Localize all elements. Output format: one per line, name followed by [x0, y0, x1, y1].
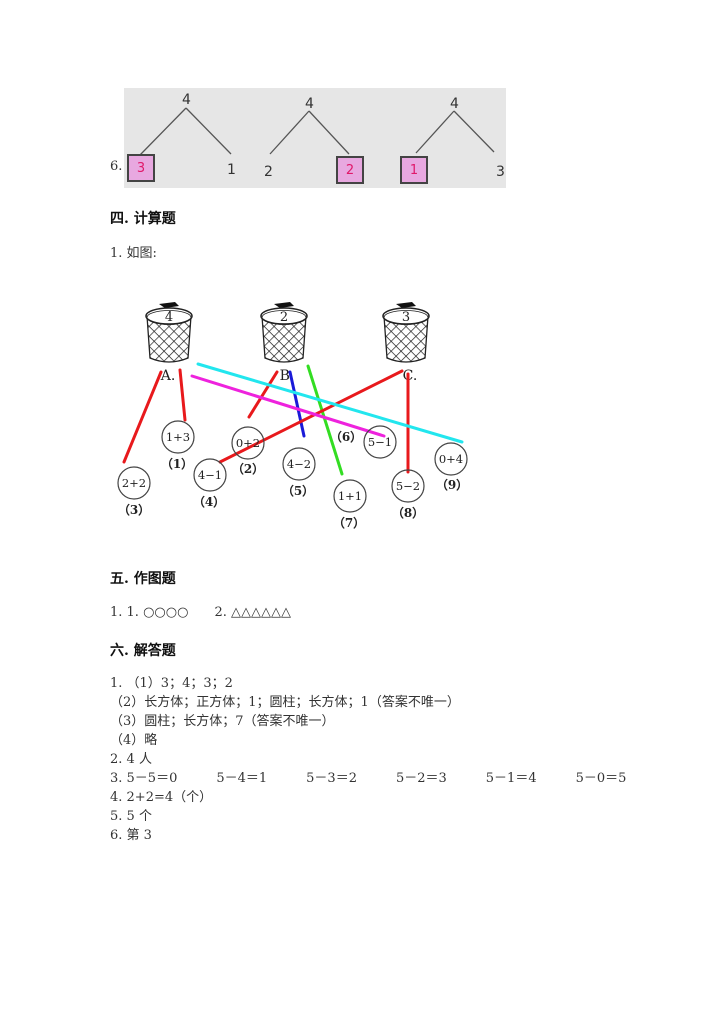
question-number: 6.: [110, 159, 123, 174]
answer-line-5: 5. 5 个: [110, 809, 152, 824]
circle-3: [117, 466, 151, 500]
connection-lines: [122, 362, 464, 476]
tree-lines: [139, 107, 495, 156]
svg-text:（5）: （5）: [282, 483, 314, 498]
answer-line-1-4: （4）略: [110, 733, 158, 748]
tree-1-top: 4: [182, 92, 191, 108]
svg-text:0+4: 0+4: [439, 452, 463, 466]
section-5-heading: 五. 作图题: [110, 571, 176, 587]
svg-text:5−1: 5−1: [368, 435, 392, 449]
svg-text:5−2: 5−2: [396, 479, 420, 493]
circle-7: [333, 479, 367, 513]
svg-text:（4）: （4）: [193, 494, 225, 509]
svg-text:0+2: 0+2: [236, 436, 260, 450]
circle-6: [363, 425, 397, 459]
section-6-heading: 六. 解答题: [110, 643, 176, 659]
section-4-heading: 四. 计算题: [110, 211, 176, 227]
svg-text:（3）: （3）: [118, 502, 150, 517]
svg-text:（6）: （6）: [330, 429, 362, 444]
tree-2-left: 2: [264, 164, 273, 180]
svg-text:（7）: （7）: [333, 515, 365, 530]
section-5-answer: 1. 1. ○○○○ 2. △△△△△△: [110, 605, 291, 620]
answer-line-1-3: （3）圆柱；长方体；7（答案不唯一）: [110, 714, 335, 729]
tree-2-answer-box: 2: [336, 156, 364, 184]
answer-line-3: 3. 5－5＝0 5－4＝1 5－3＝2 5－2＝3 5－1＝4 5－0＝5: [110, 771, 627, 786]
circle-9: [434, 442, 468, 476]
circle-5: [282, 447, 316, 481]
answer-line-2: 2. 4 人: [110, 752, 152, 767]
answer-line-1: 1. （1）3；4；3；2: [110, 676, 233, 691]
circle-8: [391, 469, 425, 503]
basket-a: 4 A.: [145, 301, 193, 384]
svg-text:1+3: 1+3: [166, 430, 190, 444]
tree-2-top: 4: [305, 96, 314, 112]
svg-text:（8）: （8）: [392, 505, 424, 520]
circle-1: [161, 420, 195, 454]
circle-2: [231, 426, 265, 460]
basket-b: 2 B.: [260, 301, 308, 384]
svg-text:（1）: （1）: [161, 456, 193, 471]
basket-c: 3 C.: [382, 301, 430, 384]
svg-text:（2）: （2）: [232, 461, 264, 476]
answer-line-1-2: （2）长方体；正方体；1；圆柱；长方体；1（答案不唯一）: [110, 695, 460, 710]
tree-3-right: 3: [496, 164, 505, 180]
svg-text:1+1: 1+1: [338, 489, 362, 503]
circle-4: [193, 458, 227, 492]
number-split-figure: 4 3 1 4 2 2 4 1 3: [124, 88, 506, 188]
svg-text:2: 2: [280, 310, 288, 325]
svg-text:C.: C.: [403, 368, 418, 384]
svg-text:2+2: 2+2: [122, 476, 146, 490]
svg-text:（9）: （9）: [436, 477, 468, 492]
svg-text:4: 4: [165, 310, 173, 325]
matching-diagram: 4 A. 2 B. 3 C.: [117, 301, 468, 530]
tree-3-top: 4: [450, 96, 459, 112]
answer-line-6: 6. 第 3: [110, 828, 152, 843]
tree-3-answer-box: 1: [400, 156, 428, 184]
answer-line-4: 4. 2+2=4（个）: [110, 790, 213, 805]
section-4-q1-label: 1. 如图:: [110, 246, 157, 261]
svg-text:4−2: 4−2: [287, 457, 311, 471]
tree-1-right: 1: [227, 162, 236, 178]
svg-text:A.: A.: [160, 368, 176, 384]
tree-1-answer-box: 3: [127, 154, 155, 182]
svg-text:3: 3: [402, 310, 410, 325]
svg-text:4−1: 4−1: [198, 468, 222, 482]
basket-matching-figure: 4 A. 2 B. 3 C.: [112, 292, 484, 532]
